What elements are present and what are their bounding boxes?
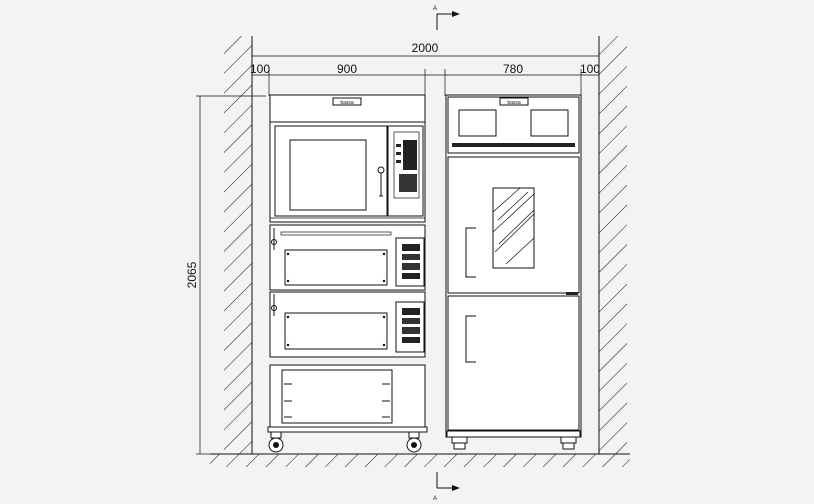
dim-left-gap-label: 100 (250, 62, 270, 76)
deck-lower-control-panel (395, 301, 425, 353)
cabinet-upper-door (447, 156, 580, 294)
lower-door-handle (465, 315, 476, 363)
dimension-total-width: 2000 (251, 41, 600, 62)
deck-oven-upper (269, 224, 426, 291)
section-mark-bottom: A (433, 496, 437, 502)
left-brand-label: bassa (340, 100, 354, 106)
right-brand-plate (499, 97, 529, 106)
right-wall (598, 36, 627, 454)
right-unit-casters (446, 430, 581, 450)
dim-right-unit-label: 780 (503, 62, 523, 76)
convection-oven (269, 121, 426, 223)
dim-total-width-label: 2000 (412, 41, 439, 55)
dim-height-label: 2065 (185, 261, 199, 288)
display-right (530, 109, 569, 137)
door-hinge (566, 292, 578, 295)
dim-right-gap-label: 100 (580, 62, 600, 76)
oven-door (274, 125, 388, 217)
deck-lower-vent-handle (271, 294, 277, 316)
deck-upper-control-panel (395, 237, 425, 287)
left-brand-plate (332, 97, 362, 106)
right-unit: bassa (445, 94, 582, 450)
left-unit: bassa (267, 94, 428, 453)
oven-window (289, 139, 367, 211)
left-unit-casters (267, 426, 428, 453)
oven-control-panel (387, 125, 424, 217)
deck-lower-keypad (402, 308, 420, 343)
rack-slides (284, 383, 390, 418)
deck-upper-vent-handle (271, 228, 277, 250)
dim-left-unit-label: 900 (337, 62, 357, 76)
section-mark-top: A (433, 6, 437, 12)
section-line-top: A (433, 6, 460, 30)
oven-keypad (396, 140, 417, 192)
oven-handle (377, 166, 385, 197)
upper-door-window (492, 187, 535, 269)
deck-oven-lower (269, 291, 426, 358)
left-wall (224, 36, 253, 454)
section-line-bottom: A (433, 472, 460, 502)
floor (210, 453, 630, 467)
deck-oven-lower-door (284, 312, 388, 350)
upper-door-handle (465, 227, 476, 278)
stand-rack (281, 369, 393, 424)
deck-oven-upper-door (284, 249, 388, 286)
dimension-height: 2065 (185, 95, 266, 455)
oven-stand (269, 364, 426, 428)
display-left (458, 109, 497, 137)
right-brand-label: bassa (507, 100, 521, 106)
vent-strip (452, 143, 575, 147)
dimension-row: 100 900 780 100 (250, 62, 600, 96)
cabinet-body (445, 94, 582, 438)
cabinet-lower-door (447, 295, 580, 431)
cabinet-top-panel (447, 96, 580, 154)
deck-upper-keypad (402, 244, 420, 279)
